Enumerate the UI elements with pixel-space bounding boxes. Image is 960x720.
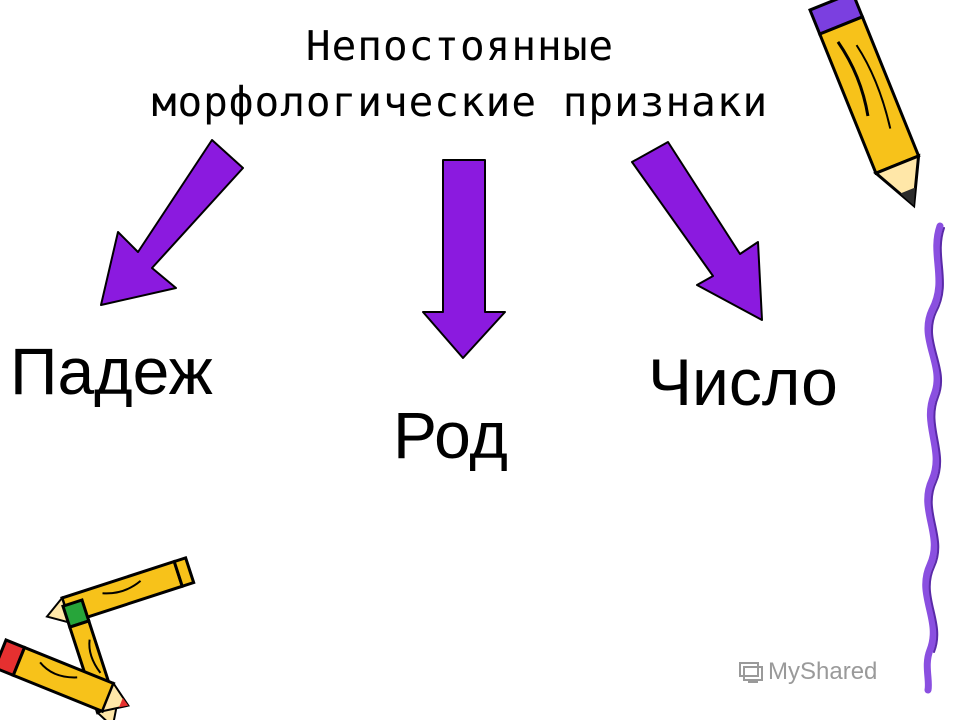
arrow-to-case [100,139,244,306]
wavy-border-decoration [922,222,944,694]
pencil-icon [808,0,921,209]
watermark-text: MyShared [768,658,878,685]
title-line-1: Непостоянные [305,22,615,70]
arrow-to-gender [422,159,506,359]
crossed-pencils-icon [0,555,196,720]
label-number: Число [648,345,838,419]
myshared-logo-icon [739,662,763,683]
wavy-border-shadow [928,227,945,653]
label-case: Падеж [10,334,213,408]
arrow-to-number [631,141,763,321]
slide-title: Непостоянные морфологические признаки [60,18,860,130]
label-gender: Род [393,398,508,472]
title-line-2: морфологические признаки [151,78,769,126]
